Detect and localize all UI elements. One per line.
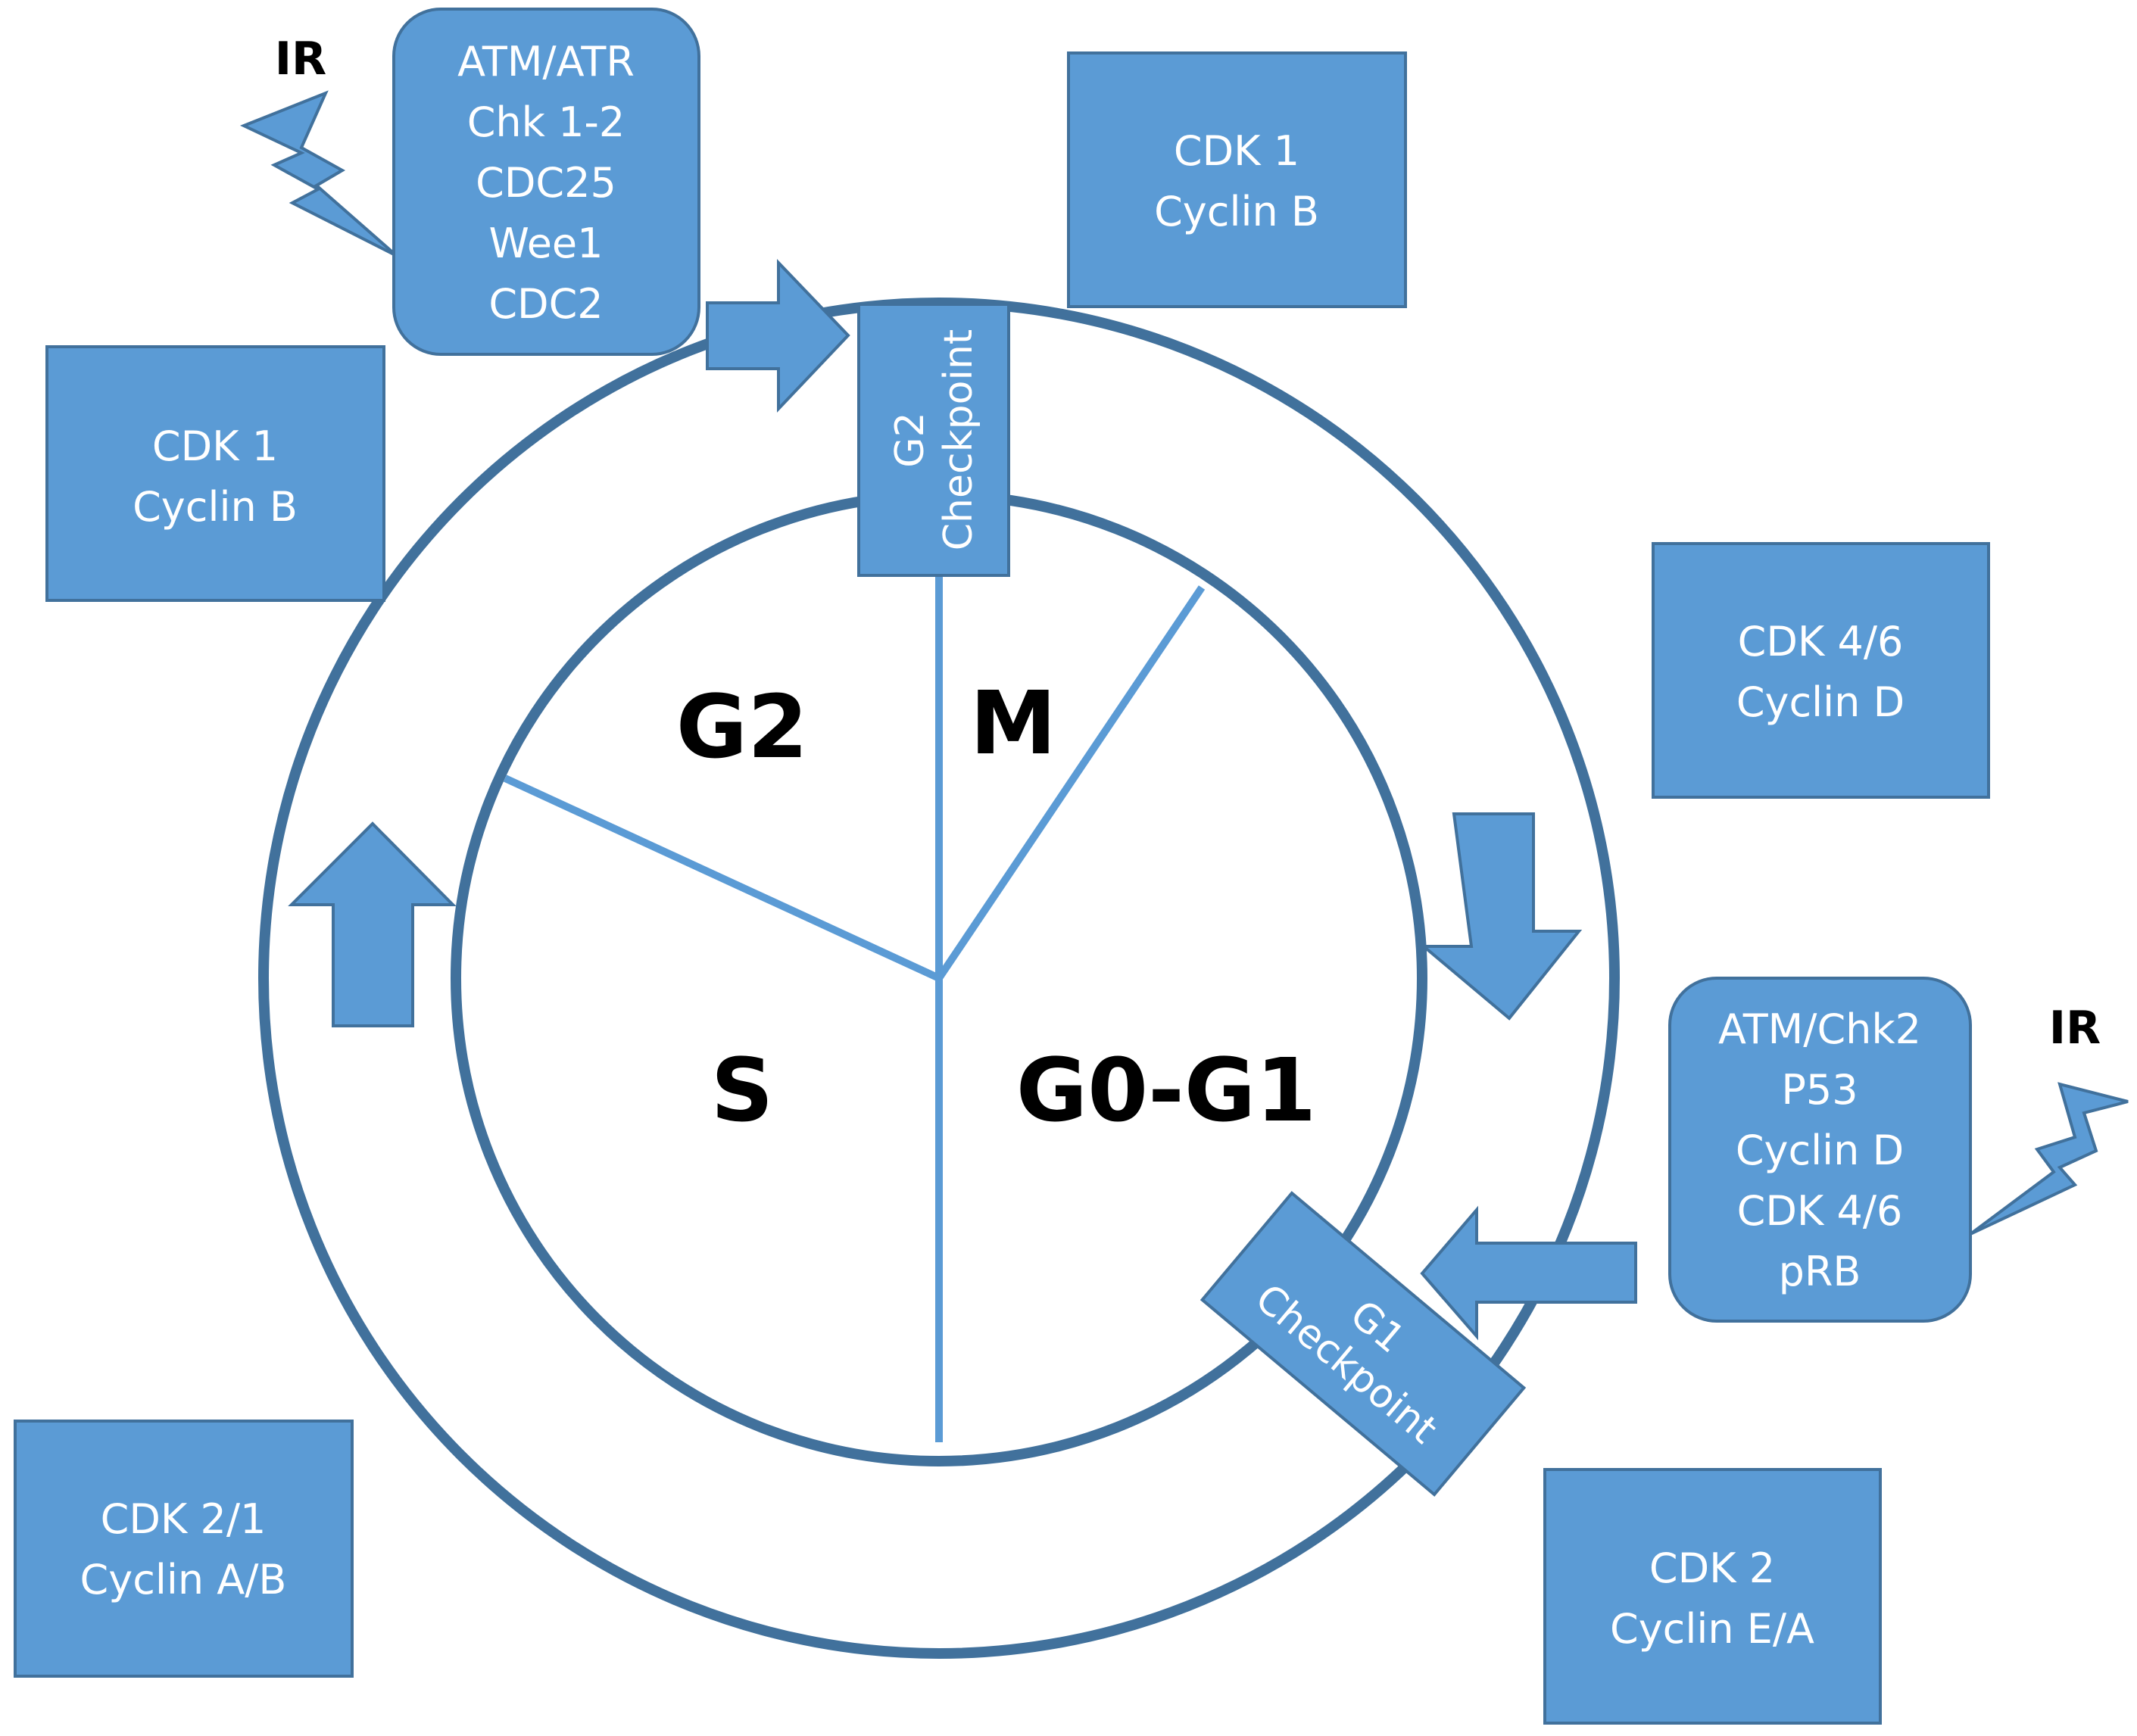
- complex-box-right-upper: [1652, 542, 1990, 799]
- g1-regulator-2: P53: [1781, 1066, 1858, 1114]
- g1-regulator-4: CDK 4/6: [1737, 1187, 1903, 1235]
- complex-bottom-left-cyclin: Cyclin A/B: [80, 1556, 287, 1604]
- arrow-to-g1-checkpoint-icon: [1420, 1205, 1637, 1341]
- phase-label-g0-g1: G0-G1: [1016, 1040, 1317, 1142]
- complex-top-left-cdk: CDK 1: [152, 422, 278, 470]
- g2-regulator-1: ATM/ATR: [457, 38, 635, 86]
- g1-regulators-box: [1668, 977, 1972, 1323]
- g2-regulator-3: CDC25: [476, 159, 616, 207]
- complex-right-upper-cdk: CDK 4/6: [1738, 618, 1904, 665]
- g1-regulator-5: pRB: [1779, 1248, 1861, 1295]
- complex-top-center-cyclin: Cyclin B: [1154, 188, 1319, 235]
- complex-top-center-cdk: CDK 1: [1174, 127, 1299, 175]
- arrow-down-right-icon: [1419, 812, 1583, 1021]
- divider-m-g1: [935, 585, 1206, 980]
- divider-g2-s: [503, 774, 941, 982]
- g2-checkpoint-box: [857, 303, 1010, 577]
- complex-box-bottom-right: [1543, 1468, 1882, 1725]
- complex-top-left-cyclin: Cyclin B: [133, 483, 298, 531]
- g1-regulator-1: ATM/Chk2: [1718, 1005, 1921, 1053]
- complex-box-bottom-left: [14, 1420, 354, 1678]
- complex-box-top-left: [45, 345, 385, 602]
- complex-bottom-left-cdk: CDK 2/1: [101, 1495, 267, 1543]
- complex-bottom-right-cyclin: Cyclin E/A: [1610, 1605, 1814, 1653]
- g2-regulator-4: Wee1: [488, 220, 603, 267]
- phase-label-s: S: [711, 1040, 774, 1142]
- g2-checkpoint-line-1: G2: [888, 412, 933, 467]
- arrow-to-g2-checkpoint-icon: [706, 259, 850, 413]
- phase-label-m: M: [970, 673, 1056, 774]
- arrow-up-left-icon: [288, 821, 457, 1027]
- complex-box-top-center: [1067, 51, 1407, 308]
- lightning-bolt-icon-top: [239, 90, 398, 257]
- g1-regulator-3: Cyclin D: [1736, 1127, 1904, 1174]
- g2-regulator-5: CDC2: [488, 280, 603, 328]
- g2-regulator-2: Chk 1-2: [467, 98, 626, 146]
- g2-checkpoint-line-2: Checkpoint: [936, 329, 981, 551]
- phase-label-g2: G2: [676, 677, 808, 778]
- complex-bottom-right-cdk: CDK 2: [1649, 1544, 1775, 1592]
- lightning-bolt-icon-right: [1969, 1082, 2129, 1236]
- ir-label-top: IR: [275, 33, 327, 86]
- ir-label-right: IR: [2049, 1002, 2101, 1055]
- complex-right-upper-cyclin: Cyclin D: [1736, 678, 1905, 726]
- g1-checkpoint-box: [1200, 1191, 1527, 1497]
- g2-regulators-box: [392, 8, 700, 356]
